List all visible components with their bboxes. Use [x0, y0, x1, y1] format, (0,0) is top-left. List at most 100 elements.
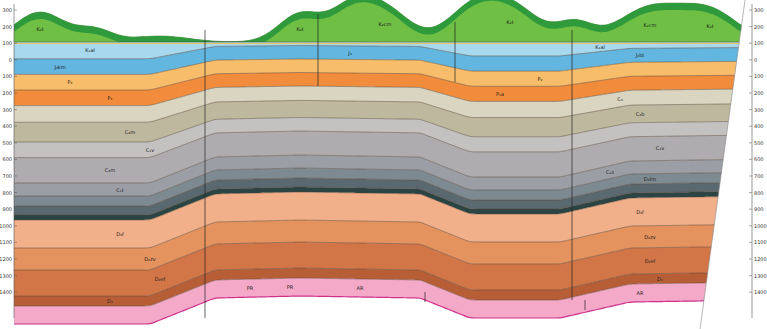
- borehole-line: [585, 300, 586, 310]
- stratum-index: K₂cm: [644, 23, 657, 28]
- stratum-boundary: [0, 118, 764, 142]
- stratum-index: AR: [637, 290, 644, 295]
- depth-value: 1400: [0, 290, 12, 295]
- stratum-index: P₂: [537, 76, 542, 81]
- stratum-index: K₂t: [506, 20, 513, 25]
- stratum-index: P₂: [67, 80, 72, 85]
- axis-tick: [749, 10, 752, 11]
- depth-value: 300: [2, 107, 12, 112]
- depth-value: 400: [2, 124, 12, 129]
- axis-tick: [749, 59, 752, 60]
- depth-axis: [14, 4, 15, 318]
- depth-axis: [752, 4, 753, 318]
- stratum-boundary: [0, 178, 764, 206]
- stratum-index: C₂b: [636, 111, 645, 116]
- depth-value: 500: [2, 140, 12, 145]
- depth-value: 800: [754, 190, 764, 195]
- stratum-index: C₁t: [116, 187, 123, 192]
- stratum-boundary: [0, 59, 764, 74]
- stratum-boundary: [0, 168, 764, 196]
- stratum-index: K₂t: [296, 27, 303, 32]
- stratum-boundary: [0, 131, 764, 158]
- depth-value: 1000: [0, 223, 12, 228]
- depth-value: 1100: [754, 240, 767, 245]
- stratum-index: AR: [357, 286, 364, 291]
- stratum-boundary: [0, 42, 764, 43]
- stratum-boundary: [0, 192, 764, 220]
- axis-tick: [14, 176, 17, 177]
- depth-value: 1300: [0, 273, 12, 278]
- stratum-index: D₁: [107, 299, 113, 304]
- axis-tick: [749, 126, 752, 127]
- axis-tick: [749, 176, 752, 177]
- stratum-boundary: [0, 100, 764, 122]
- depth-value: 900: [2, 207, 12, 212]
- hill-strata: [0, 0, 764, 43]
- stratum-index: C₁v: [146, 147, 154, 152]
- stratum-index: D₂zv: [644, 234, 655, 239]
- axis-tick: [749, 43, 752, 44]
- stratum-index: C₂m: [125, 130, 135, 135]
- depth-value: 100: [2, 74, 12, 79]
- borehole-line: [205, 30, 206, 318]
- stratum-boundary: [0, 296, 764, 324]
- stratum-index: J₂bt: [636, 53, 645, 58]
- depth-value: 600: [754, 157, 764, 162]
- depth-value: 200: [2, 91, 12, 96]
- stratum-boundary: [0, 155, 764, 183]
- depth-value: 1200: [754, 257, 767, 262]
- stratum-index: C₁s: [606, 170, 614, 175]
- depth-value: 700: [754, 174, 764, 179]
- stratum-boundary: [0, 46, 764, 59]
- borehole-line: [425, 292, 426, 302]
- stratum-boundary: [0, 242, 764, 270]
- depth-value: 0: [754, 57, 757, 62]
- depth-value: 1100: [0, 240, 12, 245]
- stratum-boundary: [0, 268, 764, 296]
- axis-tick: [749, 93, 752, 94]
- axis-tick: [749, 109, 752, 110]
- stratum-index: K₂t: [36, 26, 43, 31]
- borehole-line: [318, 14, 319, 86]
- stratum-index: PR: [247, 286, 254, 291]
- axis-tick: [749, 292, 752, 293]
- stratum-index: K₁al: [595, 44, 605, 49]
- stratum-index: D₃f: [116, 232, 124, 237]
- borehole-line: [572, 30, 573, 300]
- stratum-boundary: [0, 73, 764, 90]
- axis-tick: [14, 259, 17, 260]
- depth-value: 200: [754, 91, 764, 96]
- stratum-index: D₂ef: [155, 277, 166, 282]
- axis-tick: [749, 275, 752, 276]
- axis-tick: [14, 109, 17, 110]
- stratum-index: K₂cm: [379, 22, 392, 27]
- axis-tick: [749, 225, 752, 226]
- axis-tick: [14, 292, 17, 293]
- depth-value: 100: [2, 41, 12, 46]
- section-edge: [700, 0, 745, 329]
- stratum-index: D₂zv: [144, 257, 155, 262]
- depth-value: 700: [2, 174, 12, 179]
- stratum-index: C₂m: [105, 168, 115, 173]
- axis-tick: [14, 242, 17, 243]
- depth-value: 1200: [0, 257, 12, 262]
- depth-value: 300: [754, 107, 764, 112]
- depth-value: 300: [754, 8, 764, 13]
- stratum-boundary: [0, 86, 764, 106]
- depth-value: 100: [754, 41, 764, 46]
- axis-tick: [14, 126, 17, 127]
- depth-value: 1300: [754, 273, 767, 278]
- stratum-index: P₁a: [496, 91, 504, 96]
- depth-value: 1000: [754, 223, 767, 228]
- stratum-index: P₁: [107, 95, 112, 100]
- stratum-index: PR: [287, 285, 294, 290]
- depth-value: 200: [2, 24, 12, 29]
- axis-tick: [14, 159, 17, 160]
- stratum-index: C₃: [617, 97, 623, 102]
- axis-tick: [14, 275, 17, 276]
- axis-tick: [14, 43, 17, 44]
- axis-tick: [14, 192, 17, 193]
- axis-tick: [749, 192, 752, 193]
- axis-tick: [14, 142, 17, 143]
